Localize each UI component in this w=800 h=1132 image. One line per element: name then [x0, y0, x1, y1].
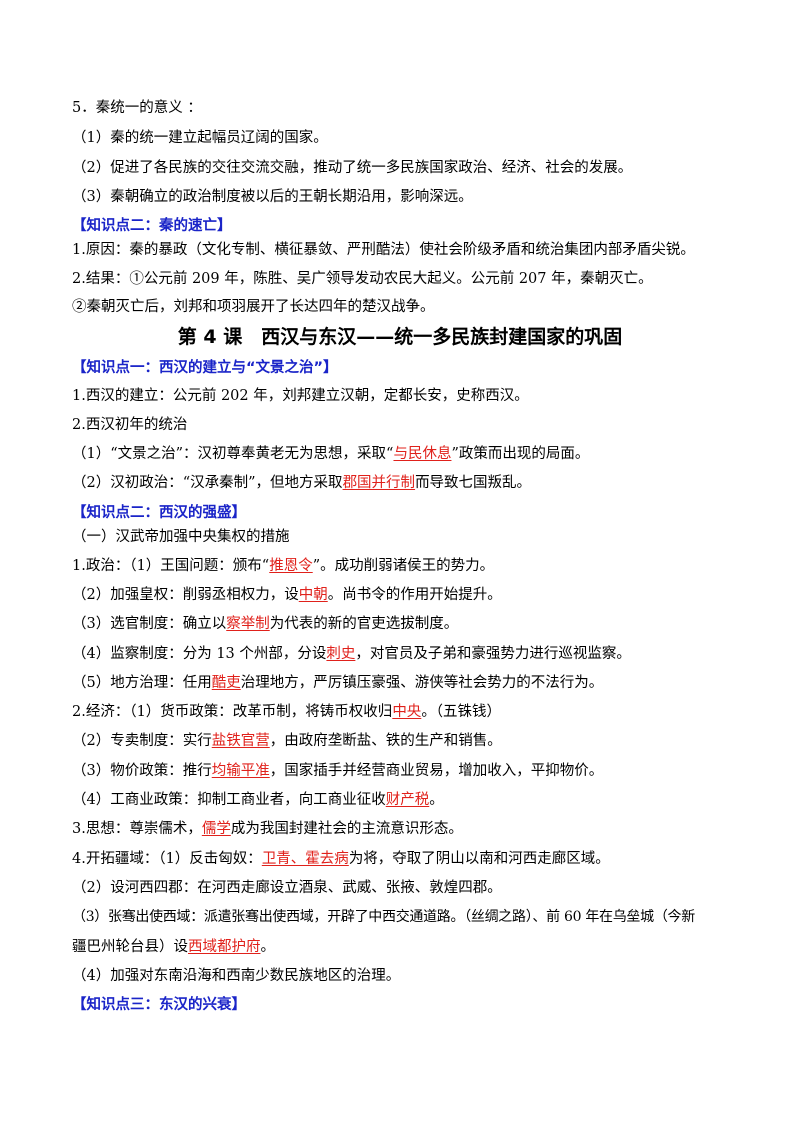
- section-heading: 【知识点二：秦的速亡】: [72, 218, 232, 234]
- text-segment: （3）选官制度：确立以: [72, 616, 227, 632]
- text-segment: ”。成功削弱诸侯王的势力。: [312, 558, 495, 574]
- text-segment: ，国家插手并经营商业贸易，增加收入，平抑物价。: [269, 763, 604, 779]
- text-segment: ，由政府垄断盐、铁的生产和销售。: [269, 733, 502, 749]
- text-line: （4）加强对东南沿海和西南少数民族地区的治理。: [72, 968, 401, 984]
- text-segment: 1.政治：（1）王国问题：颁布“: [72, 558, 270, 574]
- highlighted-term: 均输平准: [211, 763, 270, 779]
- lesson-title: 第 4 课 西汉与东汉——统一多民族封建国家的巩固: [177, 326, 623, 348]
- text-segment: 。: [429, 792, 444, 808]
- highlighted-term: 盐铁官营: [211, 733, 270, 749]
- text-segment: （5）地方治理：任用: [72, 675, 212, 691]
- text-line: ②秦朝灭亡后，刘邦和项羽展开了长达四年的楚汉战争。: [72, 299, 435, 315]
- text-line: 2.西汉初年的统治: [72, 417, 188, 433]
- text-line: 5．秦统一的意义 ：: [72, 100, 202, 116]
- section-heading: 【知识点三：东汉的兴衰】: [72, 997, 246, 1013]
- section-heading: 【知识点二：西汉的强盛】: [72, 505, 246, 521]
- text-line: 1.原因：秦的暴政（文化专制、横征暴敛、严刑酷法）使社会阶级矛盾和统治集团内部矛…: [72, 242, 695, 258]
- text-segment: 疆巴州轮台县）设: [72, 939, 188, 955]
- highlighted-term: 儒学: [201, 821, 231, 837]
- text-segment: 。尚书令的作用开始提升。: [327, 587, 502, 603]
- text-line: 1.政治：（1）王国问题：颁布“推恩令”。成功削弱诸侯王的势力。: [72, 556, 740, 576]
- highlighted-term: 酷吏: [211, 675, 241, 691]
- text-line: （1）“文景之治”：汉初尊奉黄老无为思想，采取“与民休息”政策而出现的局面。: [72, 444, 740, 464]
- highlighted-term: 察举制: [226, 616, 270, 632]
- text-segment: （4）工商业政策：抑制工商业者，向工商业征收: [72, 792, 386, 808]
- section-heading: 【知识点一：西汉的建立与“文景之治”】: [72, 360, 338, 376]
- text-segment: （4）监察制度：分为 13 个州部，分设: [72, 646, 327, 662]
- text-line: 2.结果：①公元前 209 年，陈胜、吴广领导发动农民大起义。公元前 207 年…: [72, 271, 653, 287]
- text-segment: （2）汉初政治：“汉承秦制”，但地方采取: [72, 475, 343, 491]
- highlighted-term: 刺史: [326, 646, 356, 662]
- highlighted-term: 中央: [392, 704, 422, 720]
- text-line: （一）汉武帝加强中央集权的措施: [72, 529, 290, 545]
- text-line: （1）秦的统一建立起幅员辽阔的国家。: [72, 130, 328, 146]
- text-line: （2）促进了各民族的交往交流交融，推动了统一多民族国家政治、经济、社会的发展。: [72, 160, 633, 176]
- highlighted-term: 推恩令: [269, 558, 313, 574]
- text-segment: （2）加强皇权：削弱丞相权力，设: [72, 587, 299, 603]
- text-segment: 而导致七国叛乱。: [415, 475, 532, 491]
- text-line: （2）加强皇权：削弱丞相权力，设中朝。尚书令的作用开始提升。: [72, 585, 740, 605]
- text-line: （4）监察制度：分为 13 个州部，分设刺史，对官员及子弟和豪强势力进行巡视监察…: [72, 644, 740, 664]
- text-segment: 。（五铢钱）: [421, 704, 502, 720]
- text-segment: 为代表的新的官吏选拔制度。: [269, 616, 459, 632]
- text-line: 4.开拓疆域：（1）反击匈奴：卫青、霍去病为将，夺取了阴山以南和河西走廊区域。: [72, 849, 740, 869]
- highlighted-term: 卫青、霍去病: [261, 851, 349, 867]
- highlighted-term: 西域都护府: [188, 939, 261, 955]
- highlighted-term: 郡国并行制: [342, 475, 416, 491]
- text-line: 3.思想：尊崇儒术，儒学成为我国封建社会的主流意识形态。: [72, 819, 740, 839]
- text-line: （2）汉初政治：“汉承秦制”，但地方采取郡国并行制而导致七国叛乱。: [72, 473, 740, 493]
- highlighted-term: 财产税: [385, 792, 430, 808]
- text-segment: 3.思想：尊崇儒术，: [72, 821, 202, 837]
- text-segment: 治理地方，严厉镇压豪强、游侠等社会势力的不法行为。: [240, 675, 604, 691]
- text-segment: （2）专卖制度：实行: [72, 733, 212, 749]
- text-segment: 。: [260, 939, 276, 955]
- text-line: （3）选官制度：确立以察举制为代表的新的官吏选拔制度。: [72, 614, 740, 634]
- text-line: （2）设河西四郡：在河西走廊设立酒泉、武威、张掖、敦煌四郡。: [72, 880, 502, 896]
- text-segment: （1）“文景之治”：汉初尊奉黄老无为思想，采取“: [72, 446, 394, 462]
- text-segment: 2.经济：（1）货币政策：改革币制，将铸币权收归: [72, 704, 393, 720]
- text-segment: 4.开拓疆域：（1）反击匈奴：: [72, 851, 262, 867]
- text-line: （3）秦朝确立的政治制度被以后的王朝长期沿用，影响深远。: [72, 189, 473, 205]
- text-line: 2.经济：（1）货币政策：改革币制，将铸币权收归中央。（五铢钱）: [72, 702, 740, 722]
- text-segment: ，对官员及子弟和豪强势力进行巡视监察。: [355, 646, 631, 662]
- text-line: （2）专卖制度：实行盐铁官营，由政府垄断盐、铁的生产和销售。: [72, 731, 740, 751]
- highlighted-term: 与民休息: [393, 446, 452, 462]
- text-line: （3）物价政策：推行均输平准，国家插手并经营商业贸易，增加收入，平抑物价。: [72, 761, 740, 781]
- text-line: （5）地方治理：任用酷吏治理地方，严厉镇压豪强、游侠等社会势力的不法行为。: [72, 673, 740, 693]
- text-segment: （3）物价政策：推行: [72, 763, 212, 779]
- text-line: 1.西汉的建立：公元前 202 年，刘邦建立汉朝，定都长安，史称西汉。: [72, 388, 529, 404]
- highlighted-term: 中朝: [298, 587, 328, 603]
- text-line: （4）工商业政策：抑制工商业者，向工商业征收财产税。: [72, 790, 740, 810]
- text-segment: 成为我国封建社会的主流意识形态。: [230, 821, 463, 837]
- text-segment: 为将，夺取了阴山以南和河西走廊区域。: [348, 851, 610, 867]
- text-segment: ”政策而出现的局面。: [451, 446, 590, 462]
- text-line: （3）张骞出使西域：派遣张骞出使西域，开辟了中西交通道路。（丝绸之路）、前 60…: [72, 909, 695, 925]
- text-line: 疆巴州轮台县）设西域都护府。: [72, 937, 740, 957]
